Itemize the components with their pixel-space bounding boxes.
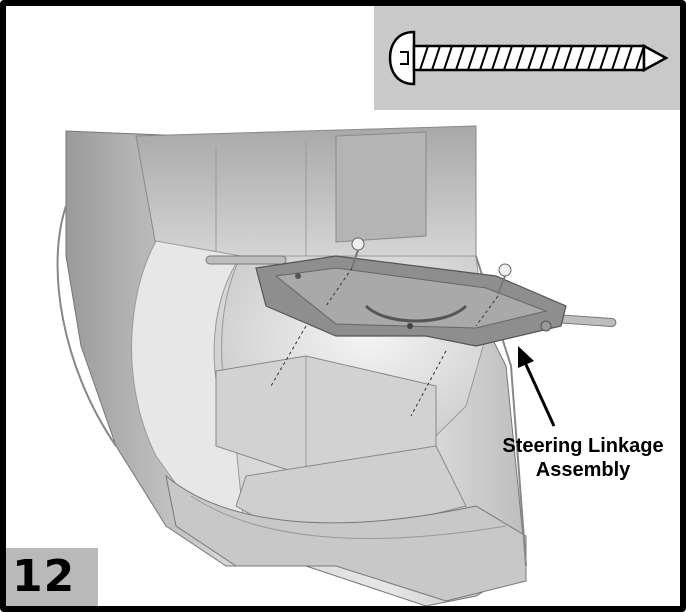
assembly-illustration (56, 125, 617, 606)
screw-icon (388, 30, 669, 86)
linkage-screw-left (351, 237, 365, 269)
callout-line-1: Steering Linkage (502, 435, 664, 457)
step-number: 12 (12, 551, 76, 602)
linkage-screw-right (497, 263, 512, 295)
arrow-icon (518, 346, 556, 427)
hardware-panel (374, 6, 680, 110)
part-callout: Steering Linkage Assembly (488, 434, 678, 482)
step-badge: 12 (6, 548, 98, 606)
alignment-guides (270, 267, 499, 417)
steering-linkage (205, 255, 617, 347)
callout-line-2: Assembly (535, 459, 631, 481)
